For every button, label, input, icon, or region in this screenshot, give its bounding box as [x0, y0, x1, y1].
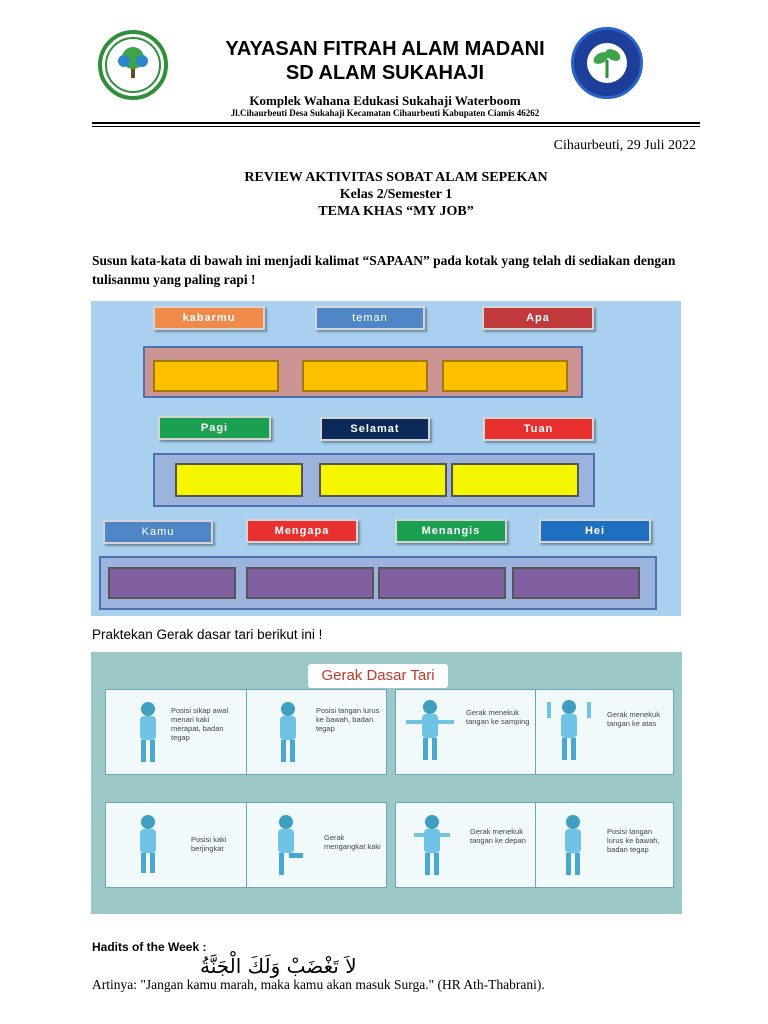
foundation-logo-right	[571, 27, 643, 99]
header-rule	[92, 122, 700, 124]
header-rule-thin	[92, 126, 700, 127]
dance-caption: Gerak menekuk tangan ke samping	[466, 708, 530, 726]
dance-card: Posisi sikap awal menari kaki merapat, b…	[105, 689, 387, 775]
dancer-figure-icon	[140, 702, 156, 762]
practice-instruction: Praktekan Gerak dasar tari berikut ini !	[92, 627, 323, 642]
document-date: Cihaurbeuti, 29 Juli 2022	[553, 138, 696, 153]
dance-cell: Posisi sikap awal menari kaki merapat, b…	[106, 690, 247, 774]
dance-cell: Gerak menekuk tangan ke depan	[396, 803, 536, 887]
hadits-arabic: لاَ تَغْضَبْ وَلَكَ الْجَنَّةُ	[200, 954, 357, 978]
school-address: Jl.Cihaurbeuti Desa Sukahaji Kecamatan C…	[230, 108, 540, 118]
foundation-name: YAYASAN FITRAH ALAM MADANI	[225, 38, 545, 60]
hadits-meaning: Artinya: "Jangan kamu marah, maka kamu a…	[92, 977, 545, 992]
answer-slot[interactable]	[246, 567, 374, 599]
answer-slot[interactable]	[153, 360, 279, 392]
document-title: REVIEW AKTIVITAS SOBAT ALAM SEPEKAN	[244, 170, 548, 185]
word-tag: Tuan	[483, 417, 594, 441]
answer-slot[interactable]	[108, 567, 236, 599]
word-tag: Kamu	[103, 520, 213, 544]
dance-caption: Posisi tangan lurus ke bawah, badan tega…	[607, 827, 660, 854]
dance-cell: Posisi tangan lurus ke bawah, badan tega…	[535, 803, 674, 887]
word-tag: Mengapa	[246, 519, 358, 543]
answer-slot[interactable]	[302, 360, 428, 392]
dance-caption: Gerak mengangkat kaki	[324, 833, 381, 851]
answer-slot[interactable]	[442, 360, 568, 392]
word-tag: Menangis	[395, 519, 507, 543]
answer-slot[interactable]	[319, 463, 447, 497]
hadits-label: Hadits of the Week :	[92, 940, 207, 954]
dance-caption: Gerak menekuk tangan ke atas	[607, 710, 660, 728]
answer-row	[99, 556, 657, 610]
tree-icon	[105, 37, 161, 93]
word-tag: Apa	[482, 306, 594, 330]
dance-title: Gerak Dasar Tari	[308, 664, 448, 688]
dance-cell: Gerak menekuk tangan ke atas	[535, 690, 674, 774]
dancer-figure-icon	[406, 700, 454, 760]
answer-slot[interactable]	[175, 463, 303, 497]
dance-card: Posisi kaki berjingkat Gerak mengangkat …	[105, 802, 387, 888]
answer-slot[interactable]	[451, 463, 579, 497]
plant-icon	[587, 43, 627, 83]
word-tag: teman	[315, 306, 425, 330]
word-tag: Hei	[539, 519, 651, 543]
dance-cell: Posisi kaki berjingkat	[106, 803, 247, 887]
dancer-figure-icon	[414, 815, 450, 875]
word-tag: kabarmu	[153, 306, 265, 330]
dance-moves-panel: Gerak Dasar Tari Posisi sikap awal menar…	[91, 652, 682, 914]
dance-cell: Gerak menekuk tangan ke samping	[396, 690, 536, 774]
dancer-figure-icon	[280, 702, 296, 762]
dance-card: Gerak menekuk tangan ke samping Gerak me…	[395, 689, 674, 775]
dancer-figure-icon	[278, 815, 303, 875]
word-arrangement-panel: kabarmu teman Apa Pagi Selamat Tuan Kamu…	[91, 301, 681, 616]
word-tag: Selamat	[320, 417, 430, 441]
theme-title: TEMA KHAS “MY JOB”	[318, 204, 474, 219]
dancer-figure-icon	[140, 815, 156, 873]
dancer-figure-icon	[565, 815, 581, 875]
answer-row	[153, 453, 595, 507]
answer-slot[interactable]	[512, 567, 640, 599]
instruction-text: Susun kata-kata di bawah ini menjadi kal…	[92, 253, 676, 287]
complex-name: Komplek Wahana Edukasi Sukahaji Waterboo…	[249, 93, 521, 108]
class-semester: Kelas 2/Semester 1	[339, 187, 453, 202]
dance-caption: Posisi tangan lurus ke bawah, badan tega…	[316, 706, 380, 733]
school-logo-left	[98, 30, 168, 100]
dancer-figure-icon	[547, 700, 591, 760]
dance-caption: Posisi sikap awal menari kaki merapat, b…	[171, 706, 229, 742]
word-tag: Pagi	[158, 416, 271, 440]
dance-card: Gerak menekuk tangan ke depan Posisi tan…	[395, 802, 674, 888]
school-name: SD ALAM SUKAHAJI	[285, 62, 485, 84]
answer-slot[interactable]	[378, 567, 506, 599]
dance-caption: Gerak menekuk tangan ke depan	[470, 827, 526, 845]
dance-cell: Posisi tangan lurus ke bawah, badan tega…	[246, 690, 387, 774]
dance-caption: Posisi kaki berjingkat	[191, 835, 227, 853]
dance-cell: Gerak mengangkat kaki	[246, 803, 387, 887]
answer-row	[143, 346, 583, 398]
